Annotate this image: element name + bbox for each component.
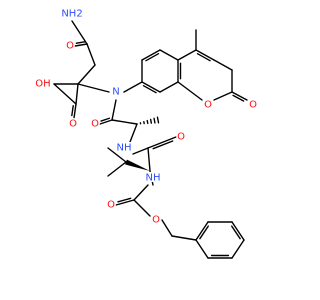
bond-nh2-c: [71, 20, 88, 45]
atom-label-acid-o: O: [69, 119, 77, 130]
bond-acid-oh: [53, 83, 77, 105]
bond-amide2-co-inner: [152, 140, 174, 150]
atom-label-ala-nh: NH: [117, 143, 132, 154]
bond-amide2-co: [147, 136, 177, 149]
atom-label-ring-o: O: [204, 100, 212, 111]
bond-n-c: [111, 99, 117, 121]
bond-o-ch2: [161, 219, 173, 237]
bond-amide1-co-inner: [100, 117, 111, 122]
bond-c-calpha-ala: [111, 119, 138, 125]
bond-ch2-phenyl: [171, 235, 197, 241]
bond-amide-co-inner: [75, 41, 86, 44]
bond-ala-methyl: [156, 116, 160, 124]
bond-pyr: [213, 59, 233, 71]
atom-labels: NH2 O OH O N O O O NH O NH O O: [34, 7, 259, 227]
bond-ph-d2-inner: [231, 225, 241, 240]
bond-pyr-o2: [177, 81, 203, 101]
bond-ring: [159, 49, 179, 61]
bond-pyr: [177, 49, 197, 61]
bond-ph: [231, 239, 245, 259]
bond-carbamate-co: [115, 199, 135, 206]
bond-lactone-co-inner: [232, 94, 245, 102]
bond-acid-co-inner: [71, 105, 74, 117]
bond-acid-c: [75, 83, 79, 105]
bond-ala-methyl: [146, 119, 149, 125]
bond-nh-c2: [132, 147, 149, 155]
atom-label-amide2-o: O: [177, 132, 185, 143]
bond-carbamate-o: [133, 199, 151, 217]
bond-amide1-co: [99, 119, 113, 125]
bond-ipr-me2: [107, 161, 127, 177]
bond-calpha-n: [77, 83, 110, 93]
bond-side-ch2: [86, 43, 96, 66]
atom-label-acid-oh: OH: [35, 79, 50, 90]
bond-ring-d3: [141, 81, 161, 93]
bond-lactone-co: [231, 91, 248, 101]
bond-lines: [53, 20, 248, 259]
bond-ring-d1-inner: [145, 52, 160, 62]
atom-label-carbamate-o-carbonyl: O: [107, 200, 115, 211]
atom-label-anilide-n: N: [112, 87, 119, 98]
atom-label-amide-o: O: [66, 41, 74, 52]
bond-ph-d3-inner: [199, 225, 209, 240]
bond-ipr-me1: [107, 147, 127, 163]
bond-amide-co: [74, 43, 88, 47]
bond-c2-calpha-val: [147, 147, 151, 172]
bond-pyr-d: [195, 49, 215, 61]
bond-n-aryl: [123, 81, 143, 93]
bond-ph-d3: [195, 221, 209, 241]
atom-label-lactone-o: O: [249, 100, 257, 111]
bond-ring: [159, 81, 179, 93]
bond-n-carbamate: [133, 184, 149, 201]
bond-pyr-o: [213, 91, 233, 101]
bond-ch2-calpha: [77, 64, 96, 85]
bond-pyr-d-inner: [196, 52, 211, 62]
atom-label-carbamate-o-ester: O: [152, 215, 160, 226]
atom-label-amide1-o: O: [91, 119, 99, 130]
bond-acid-co: [73, 103, 77, 119]
bond-val-isopropyl: [125, 159, 150, 171]
bond-ala-n: [129, 123, 138, 143]
chemical-structure-diagram: NH2 O OH O N O O O NH O NH O O: [34, 7, 259, 259]
bond-ph: [195, 239, 209, 259]
bond-carbamate-co-inner: [117, 197, 132, 203]
bond-ala-methyl: [149, 118, 153, 124]
atom-label-val-nh: NH: [146, 173, 161, 184]
bond-ala-methyl: [153, 117, 156, 124]
bond-val-n: [149, 170, 154, 186]
atom-label-amide-nh2: NH2: [61, 9, 82, 20]
bond-ring-d3-inner: [142, 84, 157, 94]
bond-ph-d2: [231, 221, 245, 241]
bond-ring-d1: [141, 49, 161, 61]
